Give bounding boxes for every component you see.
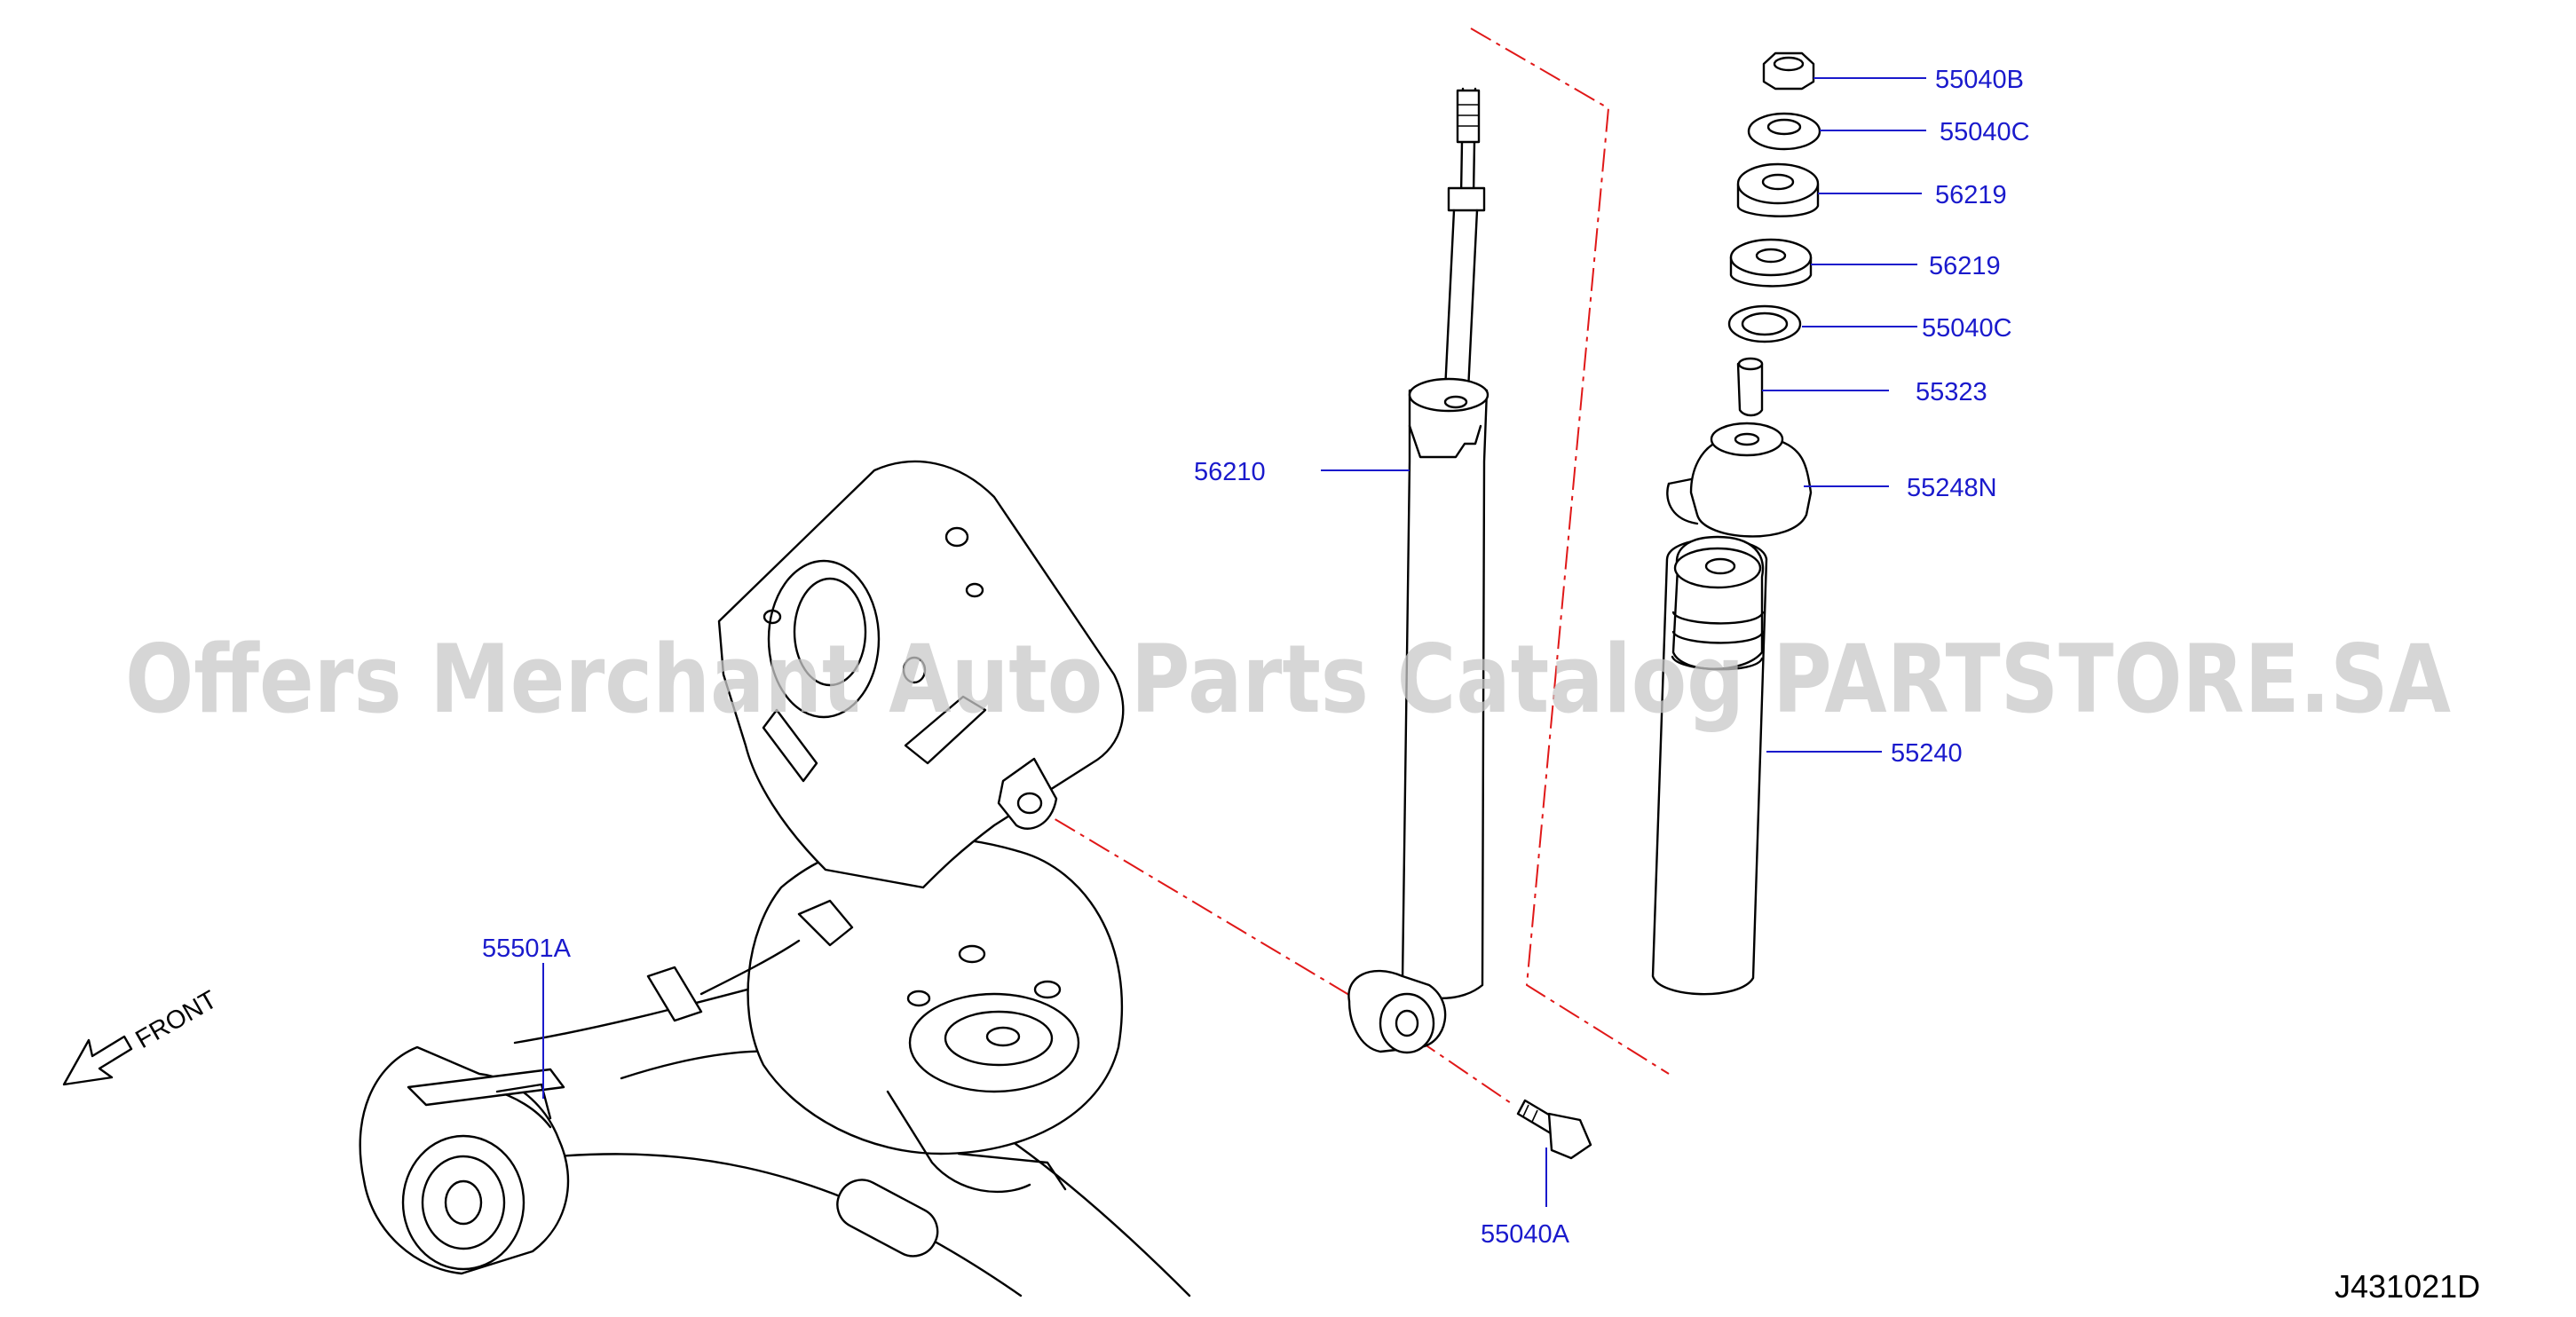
lower-bolt (1516, 1099, 1592, 1160)
part-label-55040c-top: 55040C (1940, 118, 2030, 146)
front-arrow-icon (62, 1035, 133, 1086)
diagram-code: J431021D (2335, 1268, 2480, 1305)
assembly-centerlines (1020, 28, 1670, 1106)
part-label-56219-a: 56219 (1935, 181, 2007, 209)
rear-axle-assembly (359, 460, 1191, 1297)
part-labels: 55040B 55040C 56219 56219 55040C 55323 5… (482, 66, 2030, 1249)
part-label-55501a: 55501A (482, 935, 572, 963)
part-label-55040a: 55040A (1481, 1220, 1570, 1249)
part-label-55040b: 55040B (1935, 66, 2024, 94)
part-label-55240: 55240 (1891, 739, 1963, 768)
part-label-55323: 55323 (1916, 378, 1987, 406)
shock-absorber (1347, 87, 1489, 1054)
part-label-56219-b: 56219 (1929, 252, 2001, 280)
front-label: FRONT (131, 985, 223, 1054)
watermark-text: Offers Merchant Auto Parts Catalog PARTS… (125, 625, 2451, 734)
part-label-56210: 56210 (1194, 458, 1266, 486)
leader-lines (542, 77, 1926, 1207)
part-label-55248n: 55248N (1907, 474, 1997, 502)
upper-mount-hardware (1651, 51, 1821, 996)
part-label-55040c-low: 55040C (1922, 314, 2012, 343)
front-direction-indicator: FRONT (62, 985, 223, 1086)
